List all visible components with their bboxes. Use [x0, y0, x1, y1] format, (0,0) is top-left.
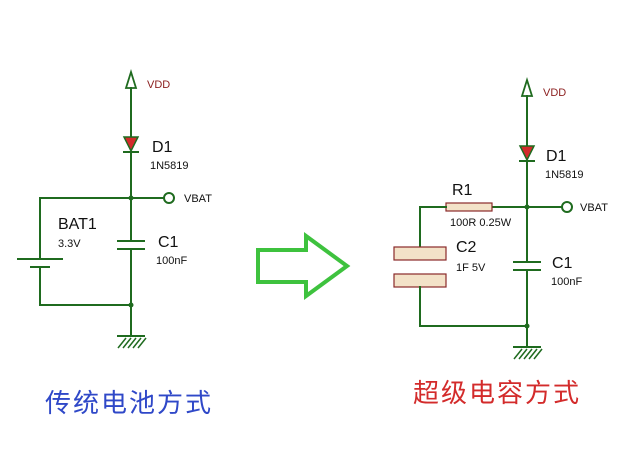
diode-icon	[122, 136, 140, 153]
capacitor-icon	[117, 240, 145, 250]
resistor-ref: R1	[452, 182, 473, 199]
resistor-value: 100R 0.25W	[450, 217, 512, 229]
capacitor-icon	[513, 261, 541, 271]
capacitor-value: 100nF	[156, 255, 187, 267]
battery-value: 3.3V	[58, 238, 81, 250]
capacitor-value: 100nF	[551, 276, 582, 288]
supercapacitor-icon	[393, 246, 447, 288]
vbat-label: VBAT	[580, 202, 608, 214]
vdd-label: VDD	[147, 79, 170, 91]
node-terminal-icon	[163, 192, 175, 204]
resistor-icon	[445, 202, 493, 212]
ground-icon	[513, 346, 543, 360]
node-terminal-icon	[561, 201, 573, 213]
transition-arrow-icon	[256, 232, 351, 300]
vdd-power-arrow-icon	[520, 76, 534, 97]
vbat-label: VBAT	[184, 193, 212, 205]
junction-dot	[128, 302, 134, 308]
junction-dot	[524, 323, 530, 329]
diode-ref: D1	[546, 148, 567, 165]
capacitor-ref: C1	[552, 255, 573, 272]
supercap-ref: C2	[456, 239, 477, 256]
battery-icon	[17, 258, 63, 268]
diode-value: 1N5819	[545, 169, 584, 181]
supercap-value: 1F 5V	[456, 262, 486, 274]
diode-value: 1N5819	[150, 160, 189, 172]
right-caption: 超级电容方式	[413, 379, 581, 409]
left-circuit: VDD D1 1N5819 VBAT BAT1 3.3V	[17, 68, 212, 349]
right-circuit: VDD D1 1N5819 VBAT R1 100R 0.25W C2 1F 5…	[393, 76, 608, 360]
diode-icon	[518, 145, 536, 162]
diode-ref: D1	[152, 139, 173, 156]
vdd-label: VDD	[543, 87, 566, 99]
left-caption: 传统电池方式	[45, 389, 213, 419]
ground-icon	[117, 335, 147, 349]
capacitor-ref: C1	[158, 234, 179, 251]
battery-ref: BAT1	[58, 216, 97, 233]
vdd-power-arrow-icon	[124, 68, 138, 89]
